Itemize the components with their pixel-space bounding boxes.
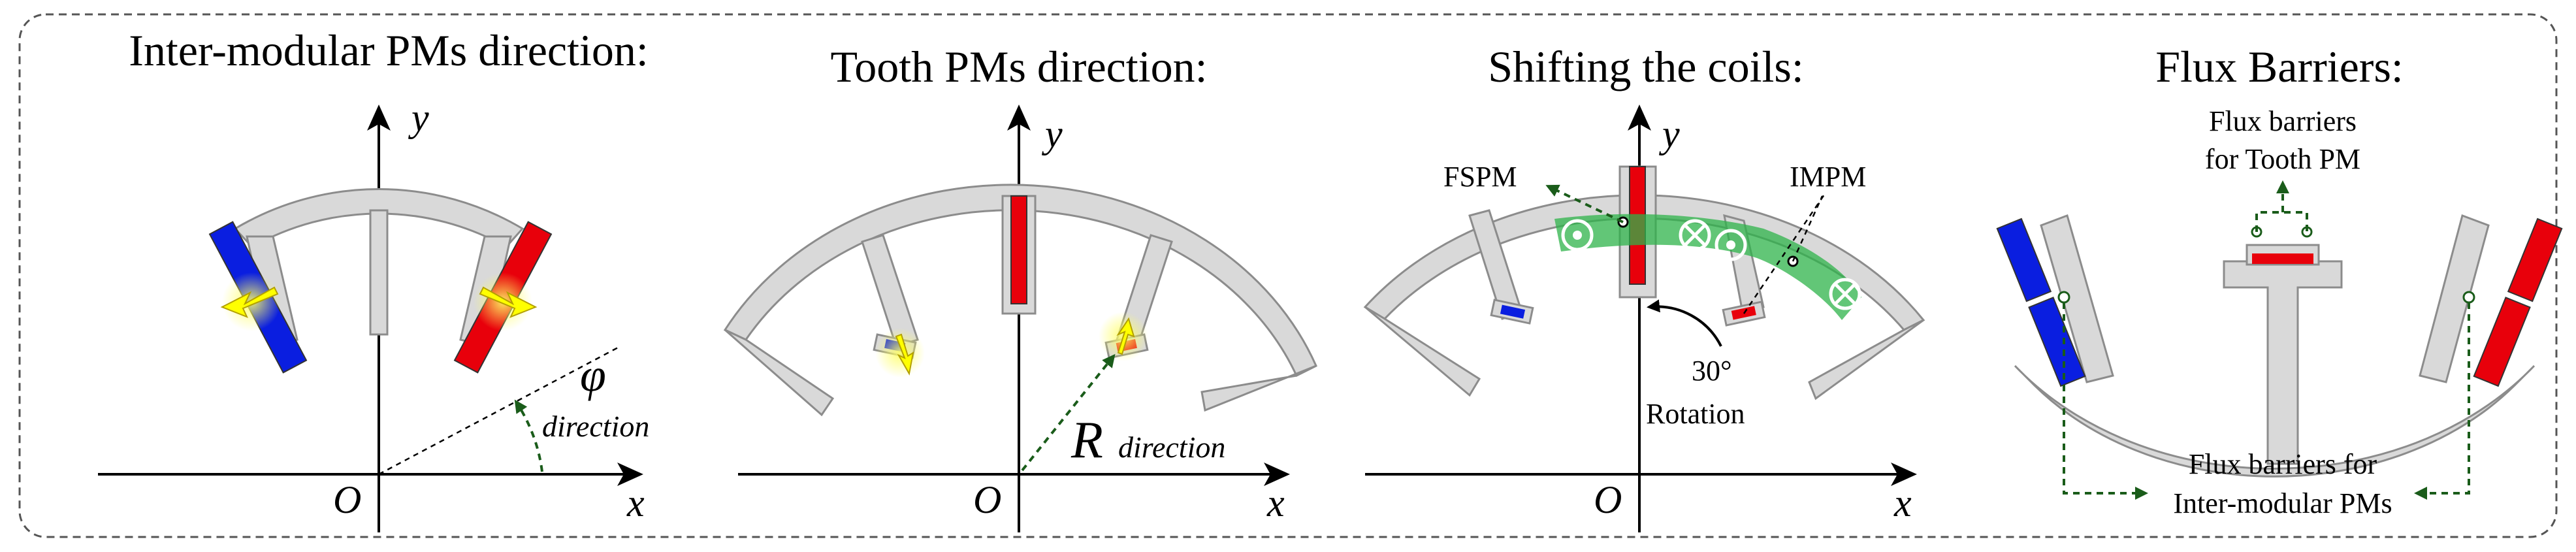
panel-inter-modular: Inter-modular PMs direction: x y O φ dir…	[98, 25, 649, 532]
panel3-shift-line	[1743, 192, 1827, 314]
panel4-tooth-barrier-line2: for Tooth PM	[2205, 143, 2360, 175]
panel3-origin-label: O	[1594, 478, 1622, 521]
panel4-tooth-red-magnet	[2252, 253, 2313, 264]
panel2-left-magnet-arrow	[895, 333, 914, 376]
panel4-inter-barrier-right	[2462, 291, 2475, 304]
panel4-stator-yoke	[2014, 365, 2536, 478]
panel1-angle-arc	[514, 399, 543, 472]
panel2-right-return	[1200, 365, 1317, 412]
panel-flux-barriers: Flux Barriers: Flux barriers for Tooth P…	[1996, 42, 2563, 519]
panel3-impm-leader	[1792, 195, 1824, 262]
panel2-origin-label: O	[973, 478, 1001, 521]
panel2-x-label: x	[1266, 481, 1285, 525]
panel3-right-return	[1808, 319, 1924, 400]
panel-shifting-coils: Shifting the coils: x y O	[1363, 42, 1925, 532]
panel1-x-arrowhead	[617, 463, 643, 486]
panel2-left-glow	[875, 328, 925, 378]
panel2-left-return	[724, 329, 835, 417]
panel3-coil-dot-1	[1561, 219, 1594, 252]
panel2-y-label: y	[1041, 112, 1063, 155]
panel3-x-label: x	[1893, 481, 1912, 525]
panel3-impm-label: IMPM	[1790, 161, 1866, 193]
panel1-x-label: x	[626, 481, 645, 525]
panel4-inter-leader-left	[2063, 302, 2148, 500]
panel1-y-arrowhead	[367, 105, 391, 131]
panel3-coil-cross-2	[1829, 278, 1861, 310]
panel4-red-magnet-lower	[2473, 297, 2531, 387]
panel2-title: Tooth PMs direction:	[830, 42, 1207, 91]
panel2-center-red-magnet	[1010, 195, 1027, 304]
panel4-inter-barrier-line1: Flux barriers for	[2189, 448, 2377, 480]
panel1-stator-yoke	[233, 188, 524, 248]
panel1-left-magnet-arrow	[220, 286, 279, 318]
panel2-radial-symbol: R	[1071, 412, 1103, 469]
panel3-coil-cross-1	[1679, 219, 1711, 252]
panel2-x-arrowhead	[1264, 463, 1290, 486]
panel3-fspm-label: FSPM	[1443, 161, 1517, 193]
panel3-y-arrowhead	[1628, 105, 1651, 131]
panel1-origin-label: O	[333, 478, 361, 521]
panel2-left-tooth	[861, 234, 919, 348]
panel3-left-blue-magnet	[1500, 304, 1526, 319]
panel4-right-tooth	[2419, 214, 2490, 383]
panel1-y-label: y	[408, 96, 429, 139]
figure-frame	[18, 13, 2558, 538]
panel4-left-tooth	[2040, 214, 2114, 383]
panel3-rotation-arc	[1647, 299, 1722, 347]
panel2-radial-label: direction	[1118, 430, 1225, 464]
panel4-tooth-leader	[2255, 183, 2308, 232]
panel3-y-label: y	[1658, 112, 1680, 155]
panel4-inter-barrier-line2: Inter-modular PMs	[2173, 487, 2392, 519]
panel4-center-tooth	[2223, 260, 2343, 465]
panel1-angle-symbol: φ	[580, 349, 606, 401]
panel4-inter-leader-right	[2414, 302, 2470, 500]
panel-tooth-pm: Tooth PMs direction: x y O R direction	[723, 42, 1317, 532]
panel3-coil-band	[1554, 214, 1861, 320]
panel4-red-magnet-upper	[2507, 218, 2563, 302]
panel4-tooth-barrier-line1: Flux barriers	[2209, 105, 2357, 137]
panel1-angle-label: direction	[542, 410, 649, 443]
panel2-y-arrowhead	[1007, 105, 1031, 131]
panel2-right-magnet-arrow	[1116, 317, 1135, 355]
panel4-blue-magnet-lower	[2028, 297, 2086, 387]
panel3-left-return	[1364, 306, 1481, 397]
panel4-blue-magnet-upper	[1996, 218, 2052, 302]
panel1-direction-line	[378, 345, 621, 476]
panel1-right-magnet-arrow	[479, 286, 538, 318]
panel2-radial-line	[1021, 353, 1116, 472]
panel4-title: Flux Barriers:	[2155, 42, 2404, 91]
panel1-title: Inter-modular PMs direction:	[129, 25, 649, 75]
panel3-rotation-label: Rotation	[1646, 398, 1745, 430]
panel3-x-arrowhead	[1891, 463, 1917, 486]
panel3-angle-value: 30°	[1692, 355, 1732, 387]
panel3-title: Shifting the coils:	[1488, 42, 1804, 91]
panel4-inter-barrier-left	[2057, 291, 2070, 304]
panel3-fspm-leader	[1545, 184, 1624, 223]
panel1-center-tooth	[369, 209, 389, 336]
panel3-coil-dot-2	[1715, 229, 1747, 261]
